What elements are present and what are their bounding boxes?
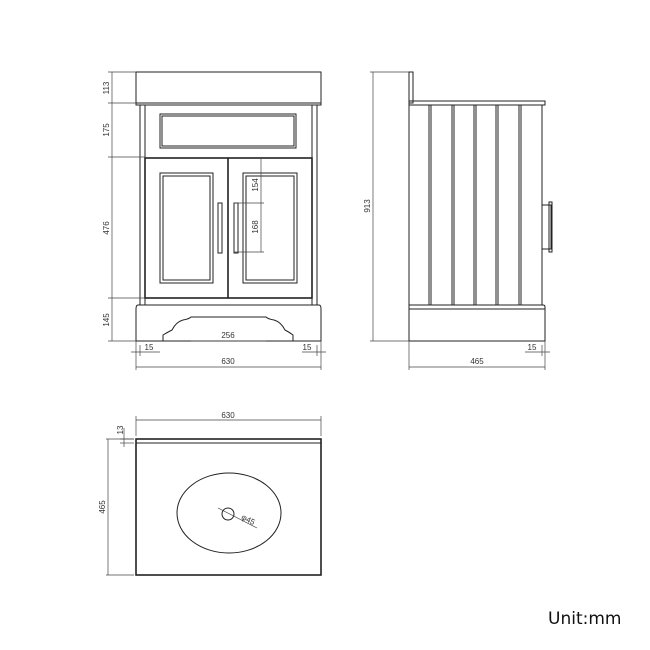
dim-145: 145 <box>102 313 111 327</box>
dim-15-side: 15 <box>528 343 537 352</box>
side-handle <box>541 204 552 250</box>
side-plinth <box>408 304 546 342</box>
side-slats <box>428 105 522 305</box>
dim-465-top: 465 <box>98 500 107 514</box>
door-panel-left <box>159 172 214 284</box>
dim-256: 256 <box>221 331 235 340</box>
dim-113: 113 <box>102 81 111 94</box>
worktop <box>135 71 322 104</box>
dim-175: 175 <box>102 123 111 137</box>
handle-right <box>233 202 239 254</box>
door-panel-right <box>242 172 298 284</box>
dim-476: 476 <box>102 221 111 235</box>
side-view: 913 465 15 <box>363 71 553 370</box>
dim-13: 13 <box>116 425 125 434</box>
unit-label: Unit:mm <box>548 609 622 629</box>
dim-913: 913 <box>363 199 372 213</box>
dim-phi45: φ45 <box>240 513 257 528</box>
basin <box>176 472 282 554</box>
dim-15-right: 15 <box>303 343 312 352</box>
dim-154: 154 <box>251 178 260 192</box>
dim-630-front: 630 <box>221 357 235 366</box>
dim-15-left: 15 <box>145 343 154 352</box>
dim-630-top: 630 <box>221 411 235 420</box>
side-worktop <box>408 100 546 106</box>
waste-hole <box>221 507 235 521</box>
drawer-panel <box>159 113 297 149</box>
worktop-plan <box>135 438 322 576</box>
front-view: 113 175 476 145 154 168 256 15 15 630 <box>102 71 326 370</box>
handle-left <box>217 202 223 254</box>
top-view: φ45 630 13 465 <box>98 411 322 576</box>
dim-168: 168 <box>251 220 260 234</box>
dim-465-side: 465 <box>470 357 484 366</box>
upstand <box>408 71 414 104</box>
